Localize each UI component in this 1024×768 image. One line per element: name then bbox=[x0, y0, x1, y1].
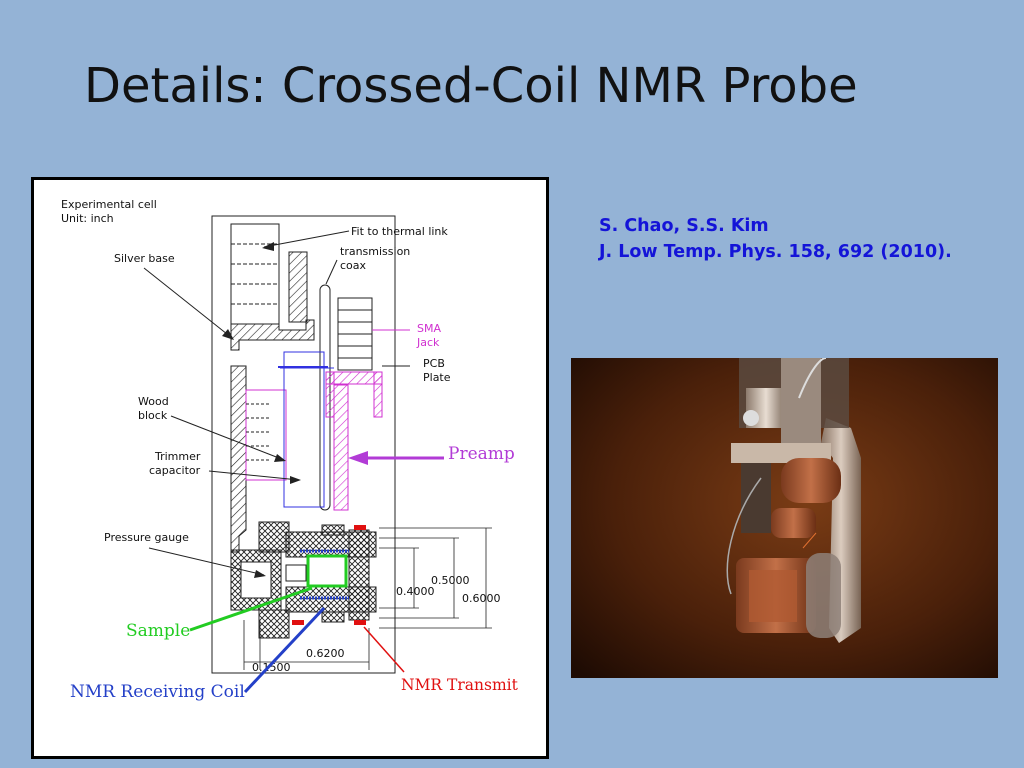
label-preamp: Preamp bbox=[448, 444, 515, 464]
dim-0-6000: 0.6000 bbox=[462, 592, 501, 605]
label-capacitor: capacitor bbox=[149, 464, 201, 477]
dim-0-4000: 0.4000 bbox=[396, 585, 435, 598]
label-block: block bbox=[138, 409, 168, 422]
label-transmit: NMR Transmit bbox=[401, 676, 519, 694]
sample-chamber bbox=[306, 554, 348, 588]
pcb-plate bbox=[280, 365, 410, 511]
label-coax: coax bbox=[340, 259, 367, 272]
label-receiving-coil: NMR Receiving Coil bbox=[70, 682, 245, 702]
label-wood: Wood bbox=[138, 395, 169, 408]
citation: S. Chao, S.S. Kim J. Low Temp. Phys. 158… bbox=[599, 213, 952, 265]
dim-0-1500: 0.1500 bbox=[252, 661, 291, 674]
probe-schematic: Experimental cell Unit: inch bbox=[31, 177, 549, 759]
label-sma: SMA bbox=[417, 322, 441, 335]
dim-0-5000: 0.5000 bbox=[431, 574, 470, 587]
label-plate: Plate bbox=[423, 371, 451, 384]
thermal-link-block bbox=[230, 223, 315, 351]
label-pcb: PCB bbox=[423, 357, 445, 370]
preamp-arrow bbox=[348, 451, 444, 465]
dim-0-6200: 0.6200 bbox=[306, 647, 345, 660]
dimension-lines bbox=[243, 527, 492, 670]
citation-journal: J. Low Temp. Phys. 158, 692 (2010). bbox=[599, 242, 952, 262]
label-transmission: transmission bbox=[340, 245, 410, 258]
sample-cell bbox=[230, 521, 377, 639]
slide-title: Details: Crossed-Coil NMR Probe bbox=[84, 58, 858, 114]
label-silver-base: Silver base bbox=[114, 252, 175, 265]
receiving-coil-pointer bbox=[243, 606, 326, 694]
label-trimmer: Trimmer bbox=[154, 450, 201, 463]
label-jack: Jack bbox=[416, 336, 440, 349]
wood-block bbox=[245, 351, 328, 508]
label-sample: Sample bbox=[126, 621, 190, 641]
diagram-units: Unit: inch bbox=[61, 212, 114, 225]
sample-pointer bbox=[189, 586, 313, 632]
label-fit-thermal-link: Fit to thermal link bbox=[351, 225, 448, 238]
label-pressure-gauge: Pressure gauge bbox=[104, 531, 189, 544]
diagram-header: Experimental cell bbox=[61, 198, 157, 211]
sma-jack bbox=[337, 297, 410, 371]
citation-authors: S. Chao, S.S. Kim bbox=[599, 216, 769, 236]
probe-photo bbox=[571, 358, 998, 678]
silver-base-wall bbox=[230, 365, 247, 553]
transmit-pointer bbox=[363, 626, 405, 673]
cell-outline bbox=[211, 215, 396, 674]
